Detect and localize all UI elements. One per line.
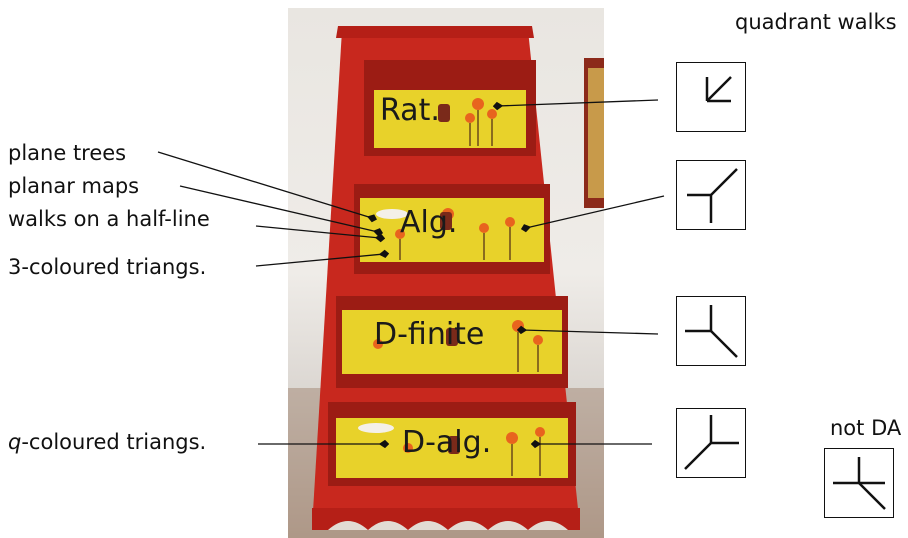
arrow-dfinite [516, 325, 659, 335]
quadrant-walks-title: quadrant walks [735, 10, 897, 34]
not-da-label: not DA [830, 416, 902, 440]
q-coloured-text: -coloured triangs. [21, 430, 207, 454]
step-set-rational-icon [676, 62, 746, 132]
arrow-3-coloured [255, 249, 390, 267]
wall-picture [588, 68, 604, 198]
label-plane-trees: plane trees [8, 141, 127, 165]
label-3-coloured-triangs: 3-coloured triangs. [8, 255, 207, 279]
step-set-not-da-icon [824, 448, 894, 518]
flower-stems [399, 110, 541, 476]
arrow-walks-half-line [255, 225, 386, 243]
drawer-label-dalgebraic: D-alg. [402, 425, 492, 460]
white-bird-decorations [358, 209, 408, 433]
arrow-plane-trees [157, 151, 377, 223]
arrow-rational [492, 99, 659, 111]
label-q-coloured-triangs: q-coloured triangs. [8, 430, 206, 454]
step-set-algebraic-icon [676, 160, 746, 230]
arrow-planar-maps [179, 185, 384, 237]
step-set-dalgebraic-icon [676, 408, 746, 478]
drawer-label-dfinite: D-finite [374, 317, 485, 352]
arrow-algebraic [520, 195, 665, 233]
chest-of-drawers-photo: Rat. Alg. D-finite D-alg. [288, 8, 604, 538]
cabinet-top [336, 26, 534, 38]
label-walks-half-line: walks on a half-line [8, 207, 210, 231]
step-set-dfinite-icon [676, 296, 746, 366]
drawer-label-rational: Rat. [380, 93, 440, 128]
cabinet-scallops [328, 521, 568, 530]
drawer-label-algebraic: Alg. [400, 205, 458, 240]
q-variable: q [8, 430, 22, 454]
label-planar-maps: planar maps [8, 174, 140, 198]
chest-illustration [288, 26, 604, 538]
drawer-knobs [438, 104, 460, 454]
drawer-2-panel [360, 198, 544, 262]
